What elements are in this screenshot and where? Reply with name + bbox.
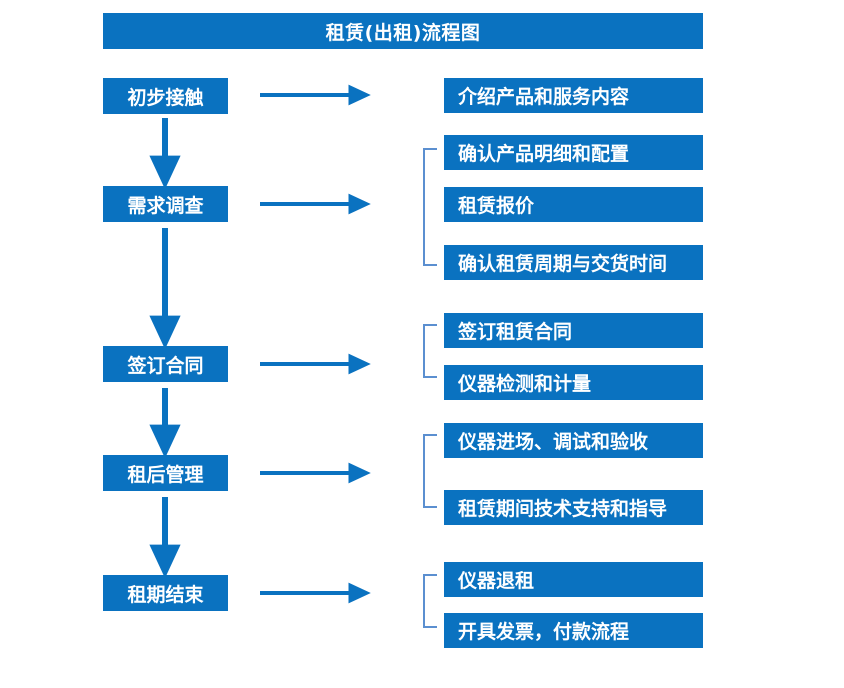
detail-box-invoice-payment[interactable]: 开具发票，付款流程 <box>444 613 703 648</box>
detail-box-confirm-product-details[interactable]: 确认产品明细和配置 <box>444 135 703 170</box>
group-bracket-contract <box>423 324 437 378</box>
stage-box-sign-contract[interactable]: 签订合同 <box>103 346 228 382</box>
detail-box-instrument-onsite-commissioning[interactable]: 仪器进场、调试和验收 <box>444 423 703 458</box>
detail-box-introduce-products[interactable]: 介绍产品和服务内容 <box>444 78 703 113</box>
page-title: 租赁(出租)流程图 <box>103 13 703 49</box>
detail-box-instrument-return[interactable]: 仪器退租 <box>444 562 703 597</box>
stage-box-initial-contact[interactable]: 初步接触 <box>103 78 228 114</box>
stage-box-requirement-survey[interactable]: 需求调查 <box>103 186 228 222</box>
group-bracket-post-rental <box>423 434 437 508</box>
group-bracket-rental-end <box>423 574 437 628</box>
group-bracket-requirements <box>423 148 437 266</box>
detail-box-instrument-inspection[interactable]: 仪器检测和计量 <box>444 365 703 400</box>
stage-box-post-rental-management[interactable]: 租后管理 <box>103 455 228 491</box>
detail-box-technical-support[interactable]: 租赁期间技术支持和指导 <box>444 490 703 525</box>
detail-box-rental-quote[interactable]: 租赁报价 <box>444 187 703 222</box>
detail-box-confirm-rental-period[interactable]: 确认租赁周期与交货时间 <box>444 245 703 280</box>
detail-box-sign-rental-contract[interactable]: 签订租赁合同 <box>444 313 703 348</box>
stage-box-rental-end[interactable]: 租期结束 <box>103 575 228 611</box>
